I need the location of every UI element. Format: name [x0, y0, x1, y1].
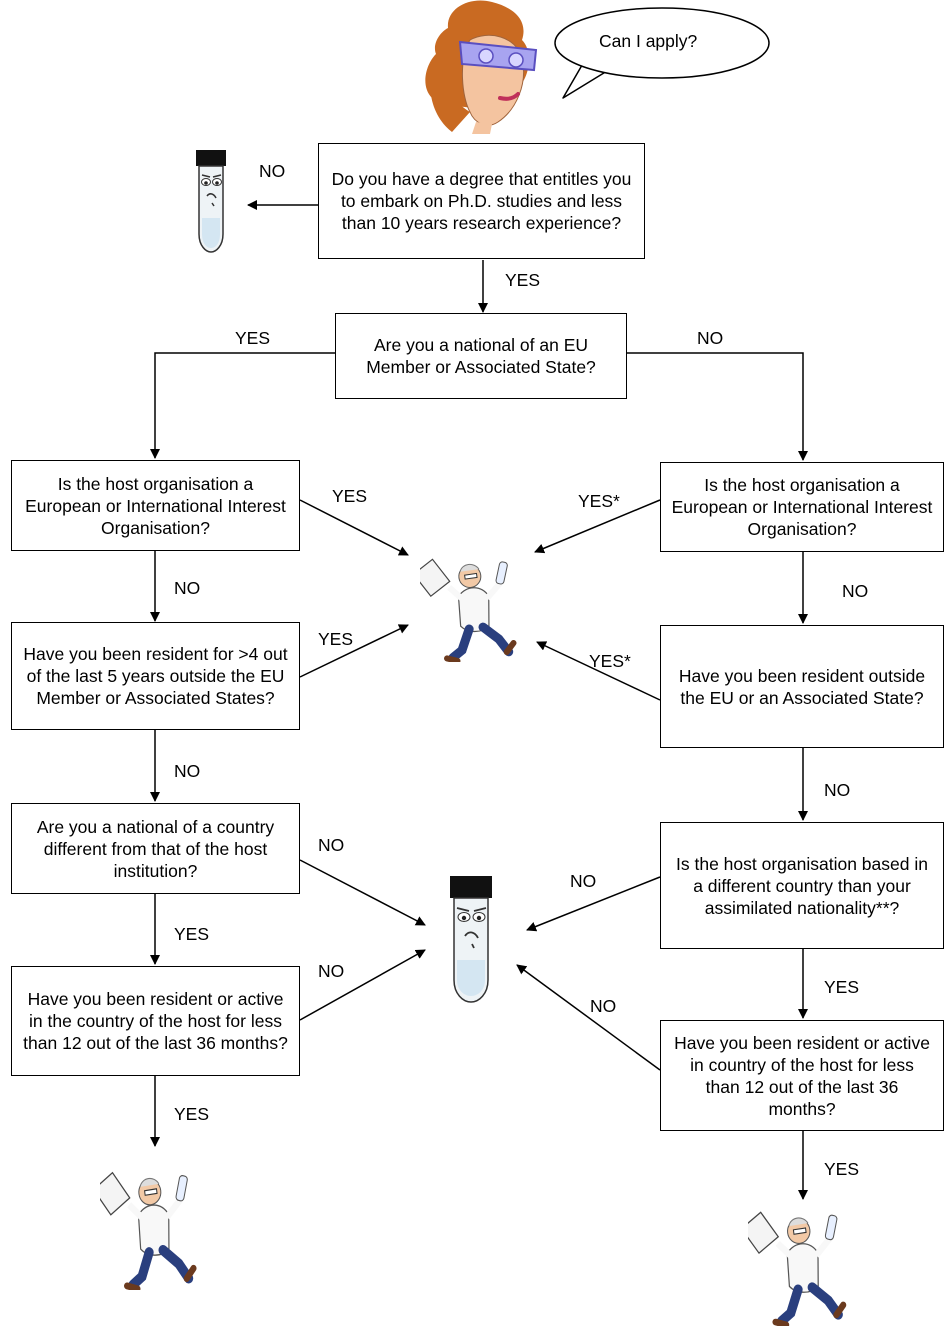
- label-l-res-no: NO: [174, 761, 201, 781]
- scientist-eligible-icon: [748, 1211, 847, 1326]
- label-l-res-host-yes: YES: [174, 1104, 210, 1124]
- label-l-res-yes: YES: [318, 629, 354, 649]
- arrow-r-res-yes: [536, 641, 661, 701]
- label-r-res-yes: YES*: [589, 651, 631, 671]
- arrow-l-res-yes: [299, 624, 409, 678]
- label-r-based-yes: YES: [824, 977, 860, 997]
- arrow-l-nat-no: [299, 859, 426, 926]
- label-national-yes: YES: [235, 328, 271, 348]
- question-right-resident: Have you been resident outside the EU or…: [660, 625, 944, 748]
- label-l-nat-no: NO: [318, 835, 345, 855]
- question-right-host-org: Is the host organisation a European or I…: [660, 462, 944, 552]
- test-tube-ineligible-icon: [196, 150, 226, 253]
- label-r-res-host-yes: YES: [824, 1159, 860, 1179]
- label-l-host-no: NO: [174, 578, 201, 598]
- label-r-host-yes: YES*: [578, 491, 620, 511]
- arrow-l-res-host-no: [299, 949, 426, 1021]
- arrow-l-host-yes: [299, 499, 409, 556]
- arrow-r-host-yes: [534, 499, 661, 554]
- label-r-host-no: NO: [842, 581, 869, 601]
- label-r-res-host-no: NO: [590, 996, 617, 1016]
- label-l-res-host-no: NO: [318, 961, 345, 981]
- label-r-based-no: NO: [570, 871, 597, 891]
- speech-text: Can I apply?: [599, 31, 698, 51]
- scientist-eligible-icon: [100, 1171, 197, 1290]
- arrow-r-based-no: [526, 876, 661, 932]
- arrow-national-no: [627, 352, 808, 461]
- woman-avatar-icon: [425, 0, 538, 134]
- question-left-host-org: Is the host organisation a European or I…: [11, 460, 300, 551]
- question-left-resident: Have you been resident for >4 out of the…: [11, 622, 300, 730]
- label-l-host-yes: YES: [332, 486, 368, 506]
- label-l-nat-yes: YES: [174, 924, 210, 944]
- label-national-no: NO: [697, 328, 724, 348]
- question-right-host-based: Is the host organisation based in a diff…: [660, 822, 944, 949]
- question-right-resident-host: Have you been resident or active in coun…: [660, 1020, 944, 1131]
- arrow-national-yes: [150, 352, 335, 459]
- label-r-res-no: NO: [824, 780, 851, 800]
- question-left-national-diff: Are you a national of a country differen…: [11, 803, 300, 894]
- speech-bubble: [554, 7, 770, 99]
- label-degree-no: NO: [259, 161, 286, 181]
- test-tube-ineligible-icon: [450, 876, 492, 1003]
- question-degree: Do you have a degree that entitles you t…: [318, 143, 645, 259]
- label-degree-yes: YES: [505, 270, 541, 290]
- question-left-resident-host: Have you been resident or active in the …: [11, 966, 300, 1076]
- scientist-eligible-icon: [420, 558, 517, 662]
- question-national-eu: Are you a national of an EU Member or As…: [335, 313, 627, 399]
- arrow-r-res-host-no: [516, 964, 661, 1071]
